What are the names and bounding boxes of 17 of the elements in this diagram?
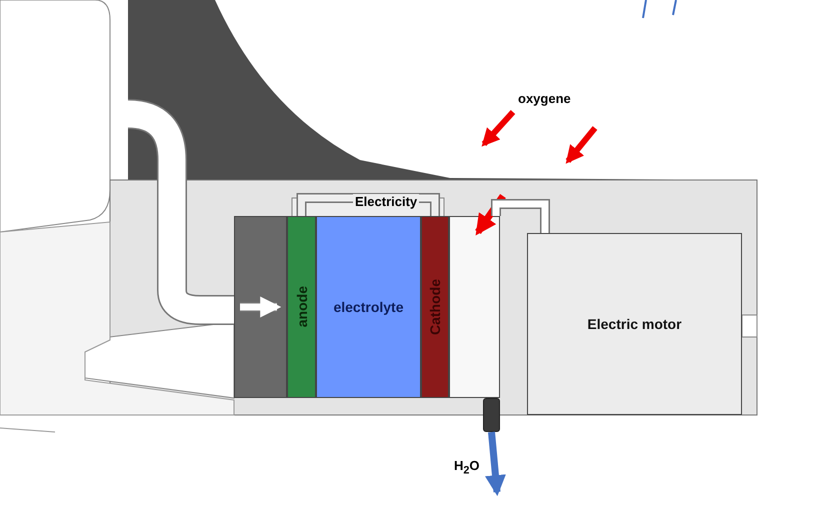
layer-label: Cathode [427,279,443,335]
layer-box [421,216,449,398]
wire-line [492,200,548,233]
motor-box [527,233,742,415]
motor-label: Electric motor [587,316,682,332]
edge-label: Electricity [353,194,420,209]
layer-box [316,216,421,398]
flow-arrow [485,432,506,496]
plate-bar [234,216,287,398]
layer-label: anode [294,286,310,328]
layer-label: electrolyte [333,299,404,315]
layer-box [287,216,316,398]
plate-bar [449,216,500,398]
flow-arrow [475,194,506,236]
flow-label: oxygene [518,91,571,106]
flow-arrow [240,296,282,318]
drain-pipe [483,398,500,432]
